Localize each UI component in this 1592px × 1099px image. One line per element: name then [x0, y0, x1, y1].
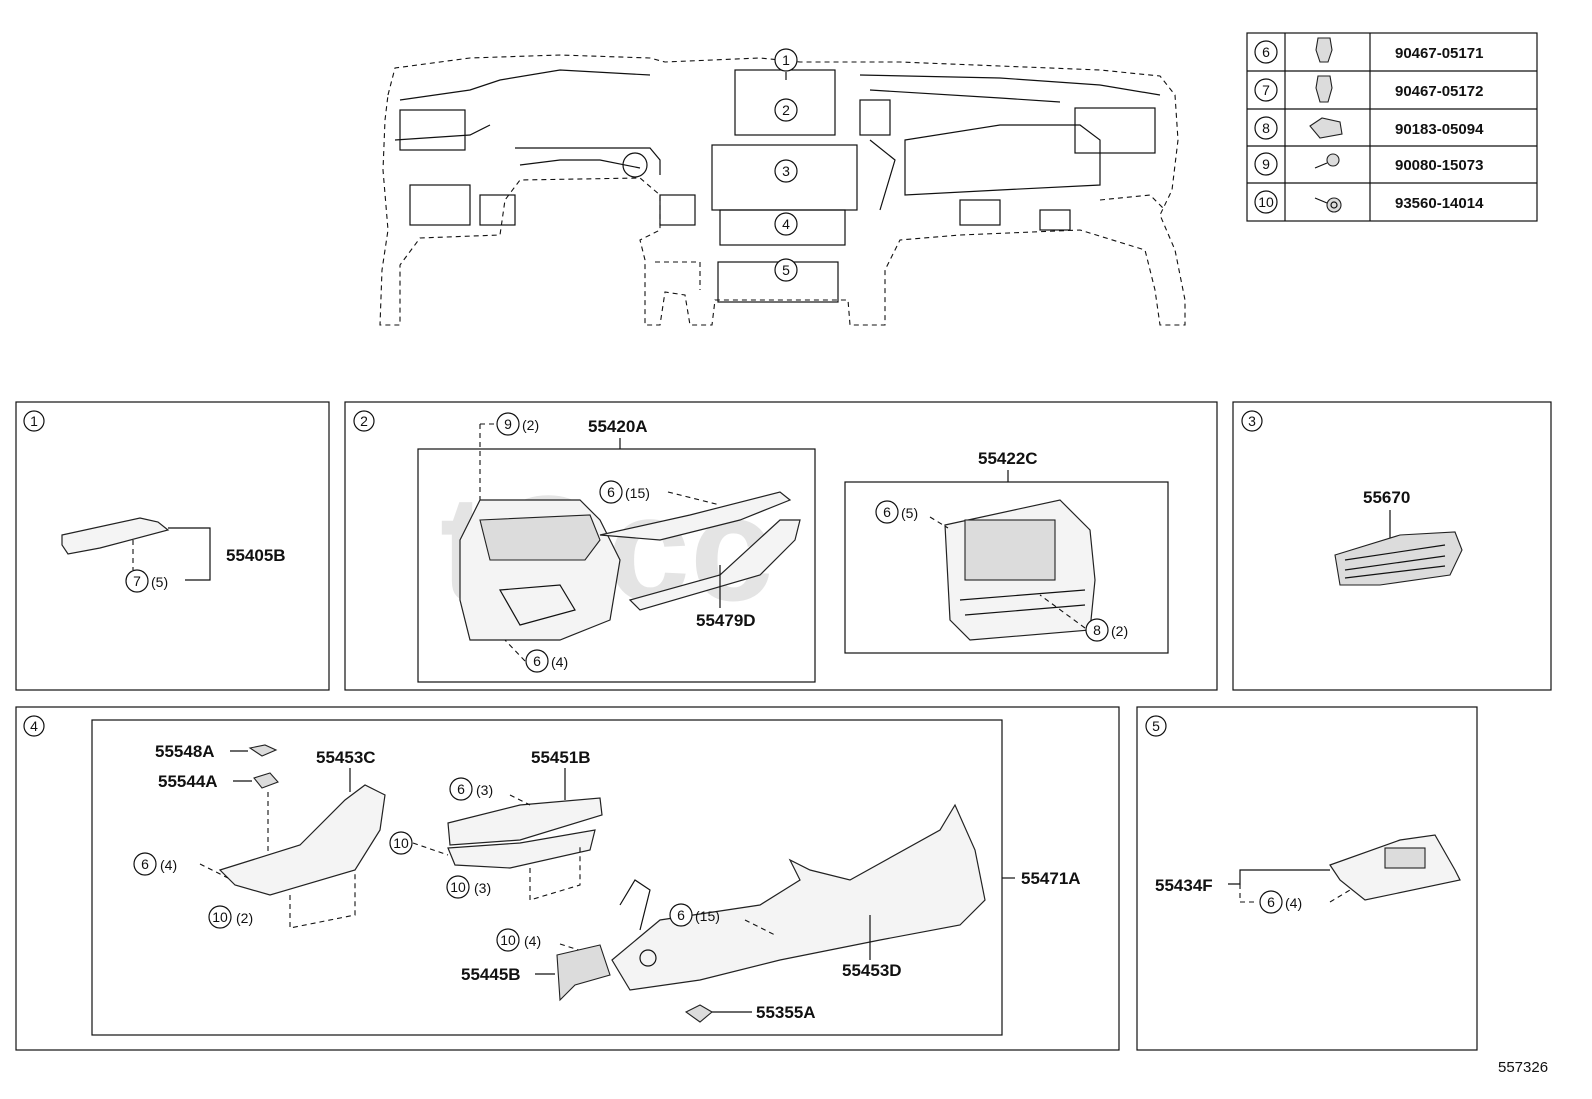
part-55451b-drawing: [447, 797, 603, 846]
svg-text:5: 5: [782, 262, 790, 278]
section-1: 1 55405B 7 (5): [15, 401, 330, 691]
section-5: 5 55434F 6 (4): [1136, 706, 1478, 1051]
screw-icon: [1314, 153, 1340, 169]
section-4: 4 55548A 55544A 55453C 6 (4) 10 (2) 5545…: [15, 706, 1120, 1051]
section-3: 3 55670: [1232, 401, 1552, 691]
svg-text:5: 5: [1152, 718, 1160, 734]
svg-text:1: 1: [30, 413, 38, 429]
svg-text:6: 6: [457, 781, 465, 797]
overview-callout-5: [774, 258, 798, 282]
part-label-55453d: 55453D: [842, 961, 902, 980]
svg-text:6: 6: [533, 653, 541, 669]
part-label-55471a: 55471A: [1021, 869, 1081, 888]
push-clip-icon: [1315, 75, 1333, 103]
svg-text:(3): (3): [474, 880, 491, 896]
svg-text:6: 6: [883, 504, 891, 520]
screw-washer-icon: [1314, 197, 1342, 213]
overview-callout-4: [774, 212, 798, 236]
svg-text:(15): (15): [625, 485, 650, 501]
part-55453c-drawing: [218, 784, 386, 896]
fastener-row-9: 9 90080-15073: [1254, 152, 1483, 176]
svg-text:(5): (5): [901, 505, 918, 521]
overview-callout-3: [774, 159, 798, 183]
svg-text:(2): (2): [522, 417, 539, 433]
overview-callout-1: [774, 48, 798, 72]
part-55405b-drawing: [61, 517, 170, 555]
part-label-55422c: 55422C: [978, 449, 1038, 468]
svg-text:6: 6: [677, 907, 685, 923]
part-label-55445b: 55445B: [461, 965, 521, 984]
part-55479d-drawing: [599, 491, 792, 541]
svg-text:6: 6: [607, 484, 615, 500]
fastener-row-10: 10 93560-14014: [1254, 190, 1484, 214]
svg-text:2: 2: [360, 413, 368, 429]
section-2: 2 55420A 9 (2) 6 (15) 55479D 6 (4) 55422…: [344, 401, 1218, 691]
part-label-55355a: 55355A: [756, 1003, 816, 1022]
part-label-55420a: 55420A: [588, 417, 648, 436]
svg-text:(4): (4): [524, 933, 541, 949]
svg-text:6: 6: [1262, 44, 1270, 60]
fastener-part-number: 90183-05094: [1395, 121, 1484, 138]
svg-text:10: 10: [212, 909, 228, 925]
svg-text:9: 9: [504, 416, 512, 432]
push-clip-icon: [1315, 37, 1333, 63]
dashboard-overview: [379, 54, 1186, 326]
fastener-part-number: 90080-15073: [1395, 157, 1483, 174]
svg-text:10: 10: [1258, 194, 1274, 210]
svg-text:7: 7: [133, 573, 141, 589]
svg-text:8: 8: [1093, 622, 1101, 638]
part-label-55548a: 55548A: [155, 742, 215, 761]
svg-text:(15): (15): [695, 908, 720, 924]
fastener-part-number: 93560-14014: [1395, 195, 1484, 212]
part-55355a-drawing: [684, 1004, 713, 1023]
overview-callout-2: [774, 98, 798, 122]
part-55471a-drawing: [611, 803, 986, 991]
part-55670-drawing: [1334, 531, 1463, 586]
part-label-55544a: 55544A: [158, 772, 218, 791]
part-label-55453c: 55453C: [316, 748, 376, 767]
fastener-part-number: 90467-05171: [1395, 45, 1483, 62]
svg-text:6: 6: [141, 856, 149, 872]
svg-text:10: 10: [500, 932, 516, 948]
svg-text:4: 4: [30, 718, 38, 734]
fastener-row-8: 8 90183-05094: [1254, 116, 1484, 140]
part-55445b-drawing: [556, 944, 611, 1002]
fastener-table: 6 90467-05171 7 90467-05172 8 90183-0509…: [1246, 32, 1538, 222]
svg-text:3: 3: [782, 163, 790, 179]
u-nut-icon: [1309, 117, 1343, 139]
svg-text:(4): (4): [551, 654, 568, 670]
svg-text:2: 2: [782, 102, 790, 118]
svg-text:(4): (4): [1285, 895, 1302, 911]
part-label-55670: 55670: [1363, 488, 1410, 507]
svg-text:1: 1: [782, 52, 790, 68]
svg-text:10: 10: [450, 879, 466, 895]
svg-text:10: 10: [393, 835, 409, 851]
fastener-part-number: 90467-05172: [1395, 83, 1483, 100]
svg-text:4: 4: [782, 216, 790, 232]
part-label-55434f: 55434F: [1155, 876, 1213, 895]
svg-text:(2): (2): [236, 910, 253, 926]
svg-text:6: 6: [1267, 894, 1275, 910]
svg-text:7: 7: [1262, 82, 1270, 98]
diagram-reference-number: 557326: [1498, 1059, 1548, 1076]
part-label-55479d: 55479D: [696, 611, 756, 630]
svg-text:(2): (2): [1111, 623, 1128, 639]
fastener-row-7: 7 90467-05172: [1254, 75, 1483, 103]
svg-text:9: 9: [1262, 156, 1270, 172]
svg-text:8: 8: [1262, 120, 1270, 136]
svg-text:(5): (5): [151, 574, 168, 590]
part-label-55451b: 55451B: [531, 748, 591, 767]
svg-text:(3): (3): [476, 782, 493, 798]
svg-text:(4): (4): [160, 857, 177, 873]
fastener-row-6: 6 90467-05171: [1254, 37, 1483, 64]
part-label-55405b: 55405B: [226, 546, 286, 565]
svg-text:3: 3: [1248, 413, 1256, 429]
